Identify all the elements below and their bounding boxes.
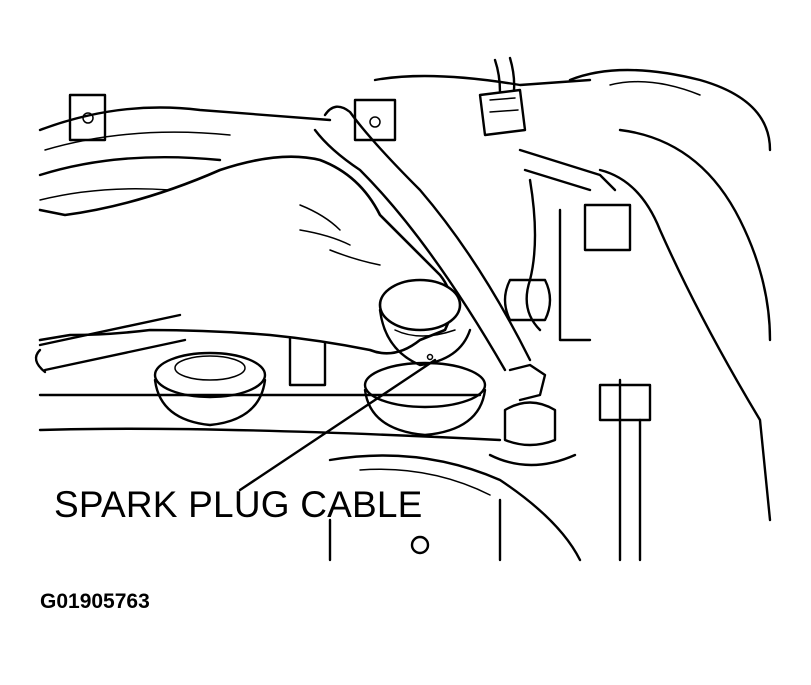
- cylinder-head: [38, 333, 502, 442]
- wiring-connector: [478, 56, 527, 137]
- callout-leader-line: [238, 358, 437, 492]
- gloved-hand: [34, 155, 453, 374]
- vacuum-hoses: [313, 105, 772, 522]
- spark-plug-cable: [378, 278, 472, 367]
- spark-plug-cable-label: SPARK PLUG CABLE: [54, 484, 423, 525]
- engine-block-lower: [328, 454, 582, 562]
- intake-manifold: [38, 68, 772, 201]
- figure-id: G01905763: [40, 590, 150, 613]
- spark-plug-boot-right: [488, 363, 652, 562]
